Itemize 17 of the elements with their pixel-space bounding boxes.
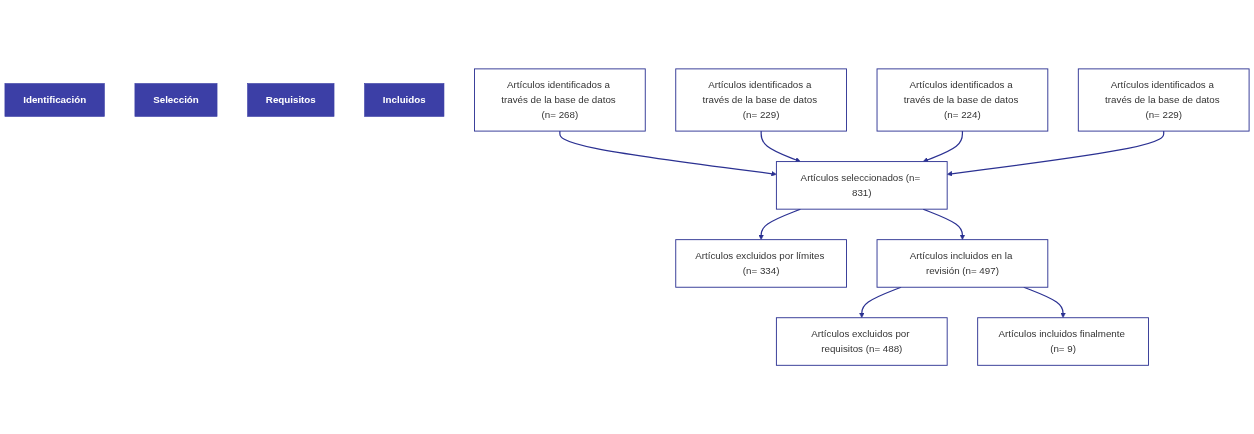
node-box: Artículos excluidos por requisitos (n= 488) [775,317,948,366]
node-box: Artículos incluidos en la revisión (n= 497) [876,239,1049,288]
node-box: Artículos identificados a través de la base de datos (n= 229) [1077,68,1250,132]
node-box: Artículos identificados a través de la base de datos (n= 229) [675,68,847,132]
node-box: Identificación [4,83,105,117]
arrow [922,130,964,163]
arrow [559,130,777,177]
node-box: Artículos seleccionados (n= 831) [775,161,948,210]
node-box: Artículos incluidos finalmente (n= 9) [977,317,1149,366]
node-box: Requisitos [247,83,335,117]
node-box: Selección [134,83,218,117]
node-box: Incluidos [364,83,445,117]
arrow [760,130,801,163]
node-box: Artículos identificados a través de la base de datos (n= 224) [876,68,1049,132]
node-box: Artículos identificados a través de la base de datos (n= 268) [474,68,646,132]
node-box: Artículos excluidos por límites (n= 334) [675,239,847,288]
arrow [946,130,1165,177]
